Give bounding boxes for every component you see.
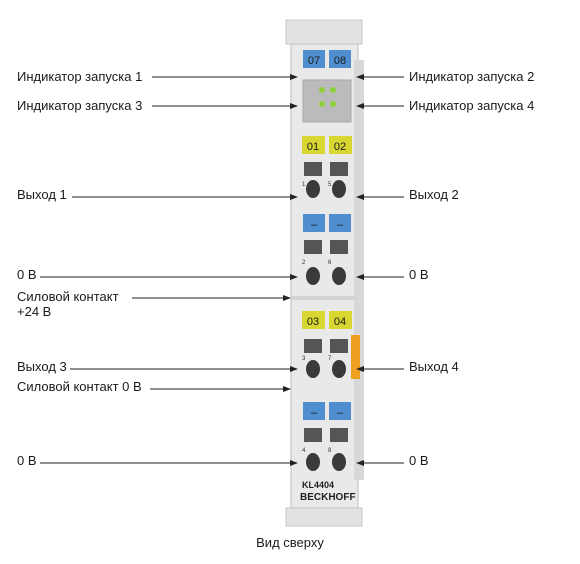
terminal-number-5: 5 [328, 182, 332, 188]
dash-label-1a [303, 214, 325, 232]
caption-top-view: Вид сверху [256, 535, 324, 550]
top-rail [285, 19, 363, 45]
arrow-output-3 [290, 366, 298, 372]
terminal-6 [332, 267, 346, 285]
label-zero-v-left-1: 0 В [17, 267, 37, 282]
arrow-power-24v [283, 295, 291, 301]
arrow-run-indicator-3 [290, 103, 298, 109]
label-03 [302, 311, 325, 329]
label-08 [329, 50, 351, 68]
right-edge-strip [354, 60, 364, 480]
label-07-text: 07 [308, 55, 320, 67]
terminal-7 [332, 360, 346, 378]
label-07 [303, 50, 325, 68]
terminal-8 [332, 453, 346, 471]
arrow-zero-v-right-1 [356, 274, 364, 280]
label-output-3: Выход 3 [17, 359, 67, 374]
arrow-run-indicator-4 [356, 103, 364, 109]
model-number: KL4404 [302, 480, 334, 490]
terminal-number-3: 3 [302, 356, 306, 362]
spring-slot-3 [304, 339, 322, 353]
terminal-4 [306, 453, 320, 471]
label-power-contact-24v: Силовой контакт +24 В [17, 289, 119, 319]
label-run-indicator-1: Индикатор запуска 1 [17, 69, 143, 84]
led-4 [330, 101, 336, 107]
led-2 [330, 87, 336, 93]
dash-label-1b [329, 214, 351, 232]
right-leader-lines [362, 76, 404, 464]
label-01 [302, 136, 325, 154]
left-arrowheads [283, 74, 298, 466]
terminal-number-7: 7 [328, 356, 332, 362]
arrow-zero-v-left-2 [290, 460, 298, 466]
label-zero-v-left-2: 0 В [17, 453, 37, 468]
dash-label-2a [303, 402, 325, 420]
arrow-zero-v-right-2 [356, 460, 364, 466]
spring-slot-7 [330, 339, 348, 353]
label-run-indicator-3: Индикатор запуска 3 [17, 98, 143, 113]
orange-tab [351, 335, 360, 379]
left-leader-lines [40, 76, 292, 464]
dash-2a-text: – [311, 407, 318, 419]
label-output-4: Выход 4 [409, 359, 459, 374]
bottom-rail [285, 507, 363, 527]
arrow-output-4 [356, 366, 364, 372]
label-zero-v-right-2: 0 В [409, 453, 429, 468]
terminal-2 [306, 267, 320, 285]
arrow-run-indicator-2 [356, 74, 364, 80]
label-power-contact-0v: Силовой контакт 0 В [17, 379, 142, 394]
module-divider [291, 296, 358, 300]
brand-logo: BECKHOFF [300, 492, 356, 503]
arrow-zero-v-left-1 [290, 274, 298, 280]
terminal-number-6: 6 [328, 260, 332, 266]
spring-slot-4 [304, 428, 322, 442]
label-01-text: 01 [307, 141, 319, 153]
led-1 [319, 87, 325, 93]
label-output-1: Выход 1 [17, 187, 67, 202]
terminal-number-2: 2 [302, 260, 306, 266]
spring-slot-5 [330, 162, 348, 176]
label-04 [329, 311, 352, 329]
arrow-output-2 [356, 194, 364, 200]
label-02-text: 02 [334, 141, 346, 153]
led-window [302, 79, 352, 123]
spring-slot-2 [304, 240, 322, 254]
right-arrowheads [356, 74, 364, 466]
label-04-text: 04 [334, 316, 346, 328]
dash-1b-text: – [337, 219, 344, 231]
dash-label-2b [329, 402, 351, 420]
label-02 [329, 136, 352, 154]
led-3 [319, 101, 325, 107]
label-03-text: 03 [307, 316, 319, 328]
label-08-text: 08 [334, 55, 346, 67]
label-run-indicator-4: Индикатор запуска 4 [409, 98, 535, 113]
terminal-number-1: 1 [302, 182, 306, 188]
spring-slot-6 [330, 240, 348, 254]
arrow-power-0v [283, 386, 291, 392]
dash-1a-text: – [311, 219, 318, 231]
spring-slot-8 [330, 428, 348, 442]
arrow-output-1 [290, 194, 298, 200]
terminal-number-4: 4 [302, 448, 306, 454]
arrow-run-indicator-1 [290, 74, 298, 80]
dash-2b-text: – [337, 407, 344, 419]
terminal-1 [306, 180, 320, 198]
label-output-2: Выход 2 [409, 187, 459, 202]
label-run-indicator-2: Индикатор запуска 2 [409, 69, 535, 84]
terminal-3 [306, 360, 320, 378]
spring-slot-1 [304, 162, 322, 176]
terminal-5 [332, 180, 346, 198]
terminal-number-8: 8 [328, 448, 332, 454]
label-zero-v-right-1: 0 В [409, 267, 429, 282]
